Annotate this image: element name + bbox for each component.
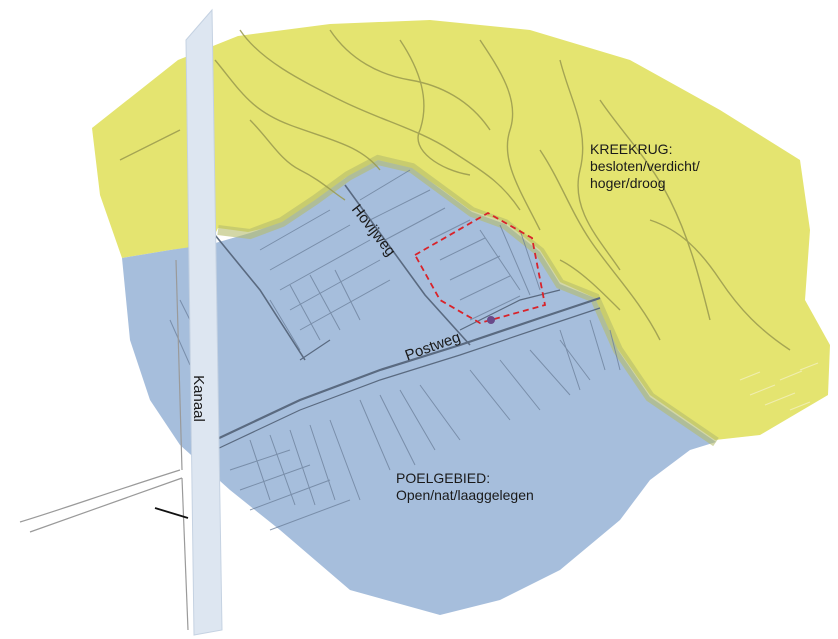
poelgebied-zone	[122, 160, 716, 615]
zone-transition	[217, 154, 719, 447]
poelgebied-title: POELGEBIED:	[396, 470, 491, 486]
kreekrug-desc-2: hoger/droog	[590, 175, 666, 191]
field-lines	[169, 169, 621, 531]
speckle-texture	[739, 362, 819, 411]
poelgebied-label: POELGEBIED: Open/nat/laaggelegen	[396, 470, 534, 504]
postweg-road-edge	[214, 307, 601, 451]
plot-marker	[487, 316, 495, 324]
hovijweg-road	[344, 184, 471, 346]
creek-lines	[119, 29, 791, 351]
kreekrug-zone	[92, 20, 830, 440]
kanaal-label: Kanaal	[189, 375, 207, 422]
side-road-2	[299, 289, 561, 361]
kreekrug-title: KREEKRUG:	[590, 141, 673, 157]
poelgebied-desc: Open/nat/laaggelegen	[396, 487, 534, 503]
kreekrug-desc-1: besloten/verdicht/	[590, 158, 700, 174]
postweg-road	[214, 296, 601, 441]
kreekrug-label: KREEKRUG: besloten/verdicht/ hoger/droog	[590, 141, 700, 192]
kanaal-canal	[185, 8, 223, 636]
side-road	[214, 234, 306, 361]
west-roads	[19, 259, 189, 631]
plot-boundary	[413, 211, 547, 324]
canal-marker	[154, 507, 189, 519]
